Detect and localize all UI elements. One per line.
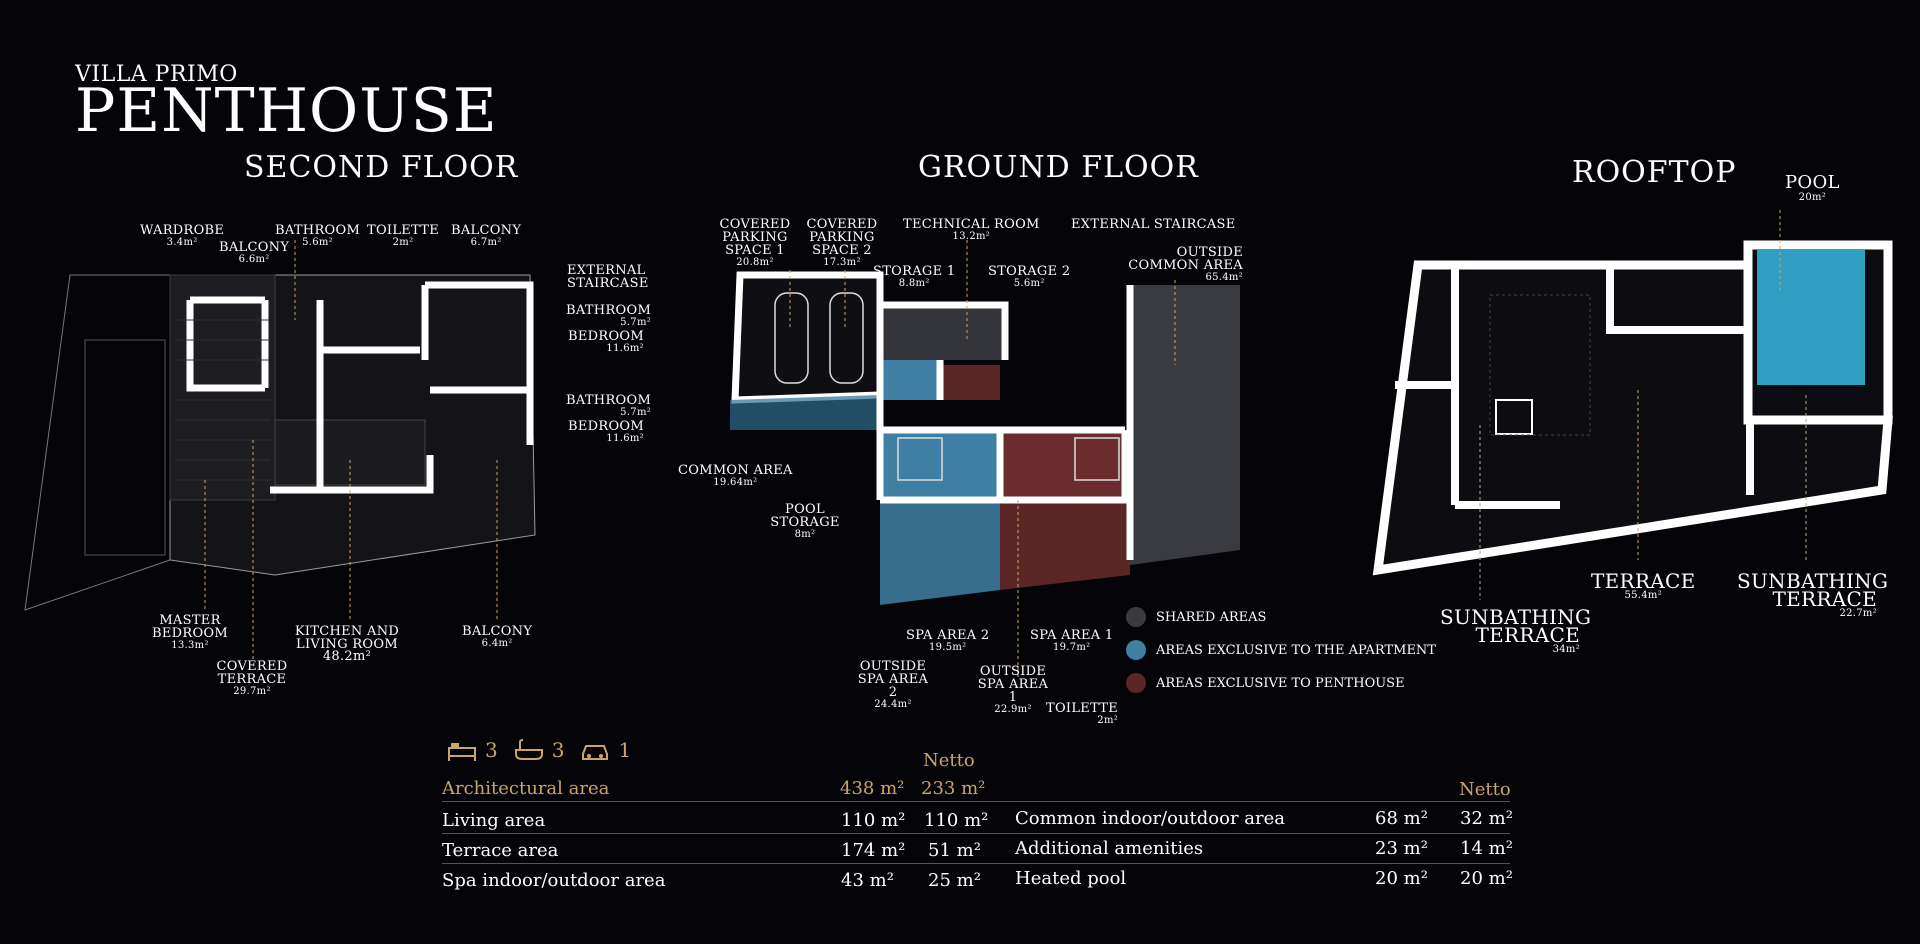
legend-swatch: [1126, 673, 1146, 693]
table-row-total: 23 m²: [1375, 838, 1428, 859]
second-floor-walls: [186, 281, 534, 494]
table-row-total: 20 m²: [1375, 868, 1428, 889]
divider: [442, 833, 1510, 834]
ground-floor-title: GROUND FLOOR: [918, 150, 1199, 185]
car-outline: [829, 292, 864, 384]
table-row-label: Living area: [442, 810, 546, 831]
legend-swatch: [1126, 640, 1146, 660]
netto-header: Netto: [923, 750, 975, 771]
second-floor-tiles: [175, 319, 270, 481]
table-row-label: Additional amenities: [1015, 838, 1204, 859]
architectural-area-label: Architectural area: [442, 778, 610, 799]
table-row-label: Spa indoor/outdoor area: [442, 870, 666, 891]
table-row-netto: 14 m²: [1460, 838, 1513, 859]
table-row-netto: 110 m²: [924, 810, 989, 831]
second-floor-plan: [24, 274, 536, 611]
leader-lines: [204, 210, 1807, 680]
table-row-total: 68 m²: [1375, 808, 1428, 829]
legend-item-penthouse: AREAS EXCLUSIVE TO PENTHOUSE: [1126, 673, 1405, 693]
rooftop-plan: [1372, 240, 1893, 576]
table-row-netto: 51 m²: [928, 840, 981, 861]
table-row-netto: 20 m²: [1460, 868, 1513, 889]
bed-icon: [448, 743, 476, 761]
divider: [442, 801, 1510, 802]
legend-item-shared: SHARED AREAS: [1126, 607, 1266, 627]
parking-count: 1: [618, 738, 632, 762]
table-row-total: 43 m²: [841, 870, 894, 891]
table-row-netto: 25 m²: [928, 870, 981, 891]
room-label: EXTERNAL STAIRCASE: [567, 263, 649, 291]
table-row-label: Common indoor/outdoor area: [1015, 808, 1286, 829]
ground-floor-plan: [730, 271, 1240, 605]
page-title: PENTHOUSE: [75, 76, 498, 146]
second-floor-title: SECOND FLOOR: [244, 150, 519, 185]
pool-water: [1757, 250, 1865, 385]
car-icon: [582, 745, 609, 760]
bathtub-icon: [514, 739, 543, 760]
bedroom-count: 3: [485, 738, 498, 762]
table-row-label: Terrace area: [442, 840, 559, 861]
divider: [442, 863, 1510, 864]
legend-swatch: [1126, 607, 1146, 627]
netto-header-right: Netto: [1459, 779, 1511, 800]
rooftop-title: ROOFTOP: [1572, 155, 1737, 190]
table-row-netto: 32 m²: [1460, 808, 1513, 829]
architectural-area-netto: 233 m²: [921, 778, 986, 799]
architectural-area-total: 438 m²: [840, 778, 905, 799]
bathroom-count: 3: [551, 738, 565, 762]
car-outline: [774, 292, 809, 384]
table-row-total: 110 m²: [841, 810, 906, 831]
project-subtitle: VILLA PRIMO: [75, 62, 238, 87]
room-label: EXTERNAL STAIRCASE: [1071, 217, 1236, 232]
amenities-bar: 3 3 1: [447, 738, 631, 762]
table-row-label: Heated pool: [1015, 868, 1127, 889]
table-row-total: 174 m²: [841, 840, 906, 861]
legend-item-apartment: AREAS EXCLUSIVE TO THE APARTMENT: [1126, 640, 1436, 660]
